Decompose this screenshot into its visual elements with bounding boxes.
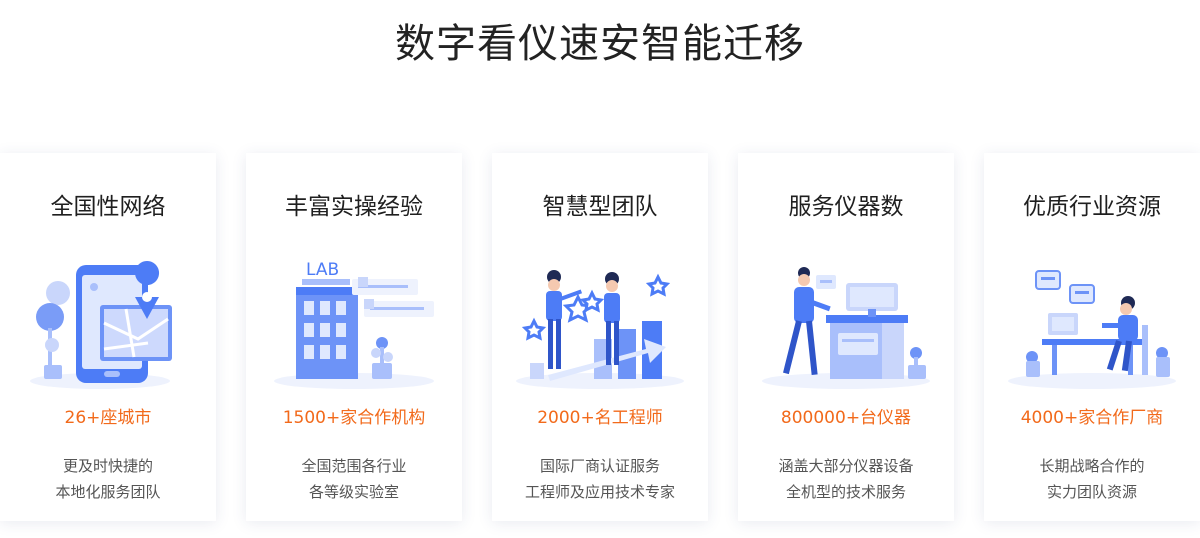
page-title: 数字看仪速安智能迁移 <box>395 21 805 67</box>
card-title: 全国性网络 <box>50 194 166 220</box>
card-desc-line: 长期战略合作的 <box>1039 457 1145 475</box>
card-desc-line: 更及时快捷的 <box>62 457 153 475</box>
team-chart-illustration <box>500 253 700 393</box>
card-stat: 2000+名工程师 <box>537 408 663 428</box>
card-stat: 800000+台仪器 <box>780 408 912 428</box>
card-title: 优质行业资源 <box>1023 194 1161 220</box>
card-description: 涵盖大部分仪器设备 全机型的技术服务 <box>738 453 954 505</box>
card-desc-line: 全机型的技术服务 <box>785 483 906 501</box>
feature-card-team: 智慧型团队 <box>492 153 708 521</box>
lab-building-illustration: LAB <box>254 253 454 393</box>
card-desc-line: 涵盖大部分仪器设备 <box>778 457 914 475</box>
card-stat: 26+座城市 <box>64 408 152 428</box>
card-description: 国际厂商认证服务 工程师及应用技术专家 <box>492 453 708 505</box>
feature-card-instruments: 服务仪器数 <box>738 153 954 521</box>
lab-sign: LAB <box>306 260 339 280</box>
feature-card-network: 全国性网络 26+座城市 更及时快 <box>0 153 216 521</box>
card-title: 服务仪器数 <box>788 194 904 220</box>
feature-cards: 全国性网络 26+座城市 更及时快 <box>0 153 1200 525</box>
map-phone-illustration <box>8 253 208 393</box>
feature-card-experience: 丰富实操经验 LAB <box>246 153 462 521</box>
card-desc-line: 全国范围各行业 <box>301 457 407 475</box>
card-description: 长期战略合作的 实力团队资源 <box>984 453 1200 505</box>
card-desc-line: 国际厂商认证服务 <box>539 457 660 475</box>
card-desc-line: 实力团队资源 <box>1046 483 1137 501</box>
feature-card-resources: 优质行业资源 <box>984 153 1200 521</box>
card-title: 智慧型团队 <box>542 194 658 220</box>
card-stat: 4000+家合作厂商 <box>1020 408 1164 428</box>
card-description: 更及时快捷的 本地化服务团队 <box>0 453 216 505</box>
support-desk-illustration <box>992 253 1192 393</box>
instrument-illustration <box>746 253 946 393</box>
card-desc-line: 各等级实验室 <box>308 483 399 501</box>
card-stat: 1500+家合作机构 <box>282 408 426 428</box>
card-title: 丰富实操经验 <box>285 194 423 220</box>
card-desc-line: 工程师及应用技术专家 <box>524 483 675 501</box>
card-description: 全国范围各行业 各等级实验室 <box>246 453 462 505</box>
card-desc-line: 本地化服务团队 <box>55 483 161 501</box>
